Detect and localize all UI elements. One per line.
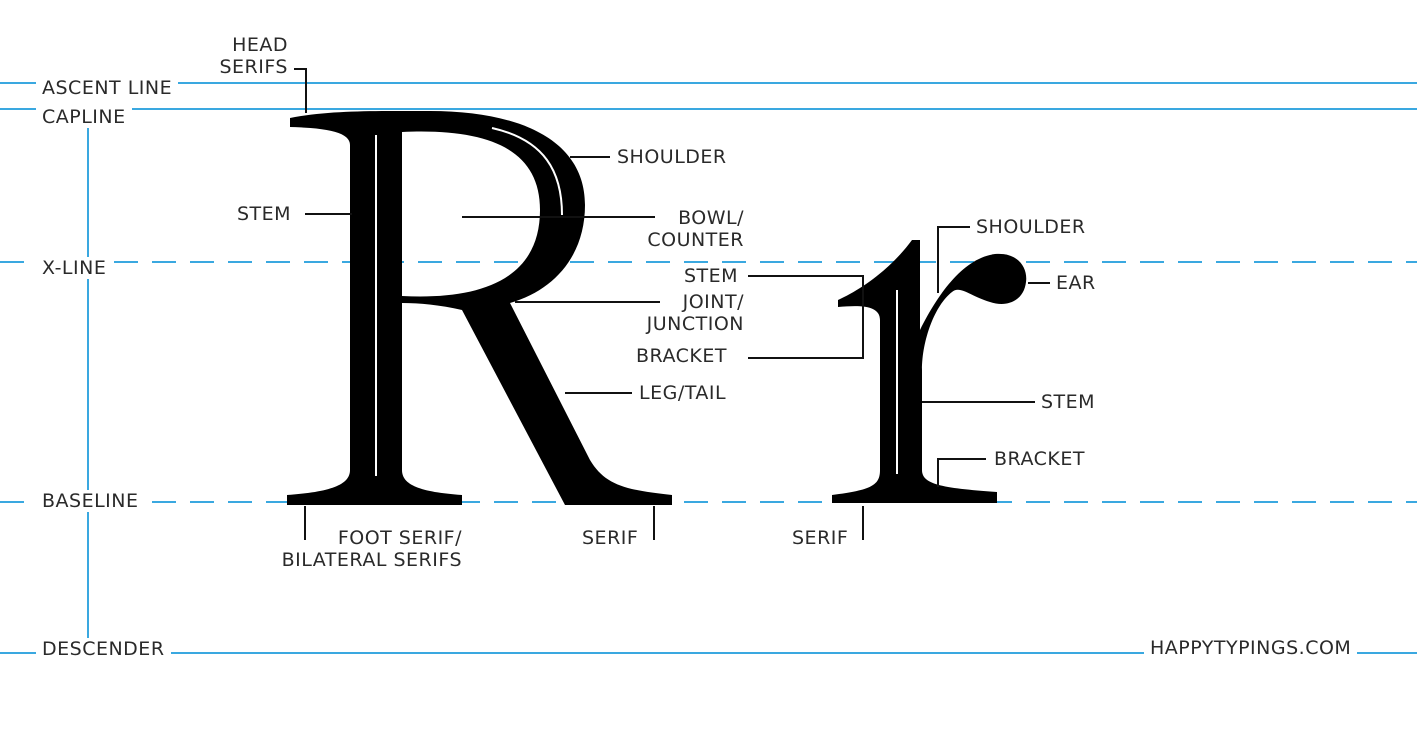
leader-bracket-lower (937, 458, 986, 487)
serif-label-capital: SERIF (582, 527, 639, 549)
bowl-counter-label-line1: BOWL/ (678, 207, 744, 229)
baseline-label: BASELINE (36, 490, 145, 512)
joint-junction-label-line2: JUNCTION (646, 313, 744, 335)
shoulder-label-lowercase: SHOULDER (976, 216, 1086, 238)
head-serifs-label-line1: HEAD (232, 34, 288, 56)
ascent-line-label: ASCENT LINE (36, 77, 179, 99)
leader-lines (294, 68, 1050, 540)
descender-label: DESCENDER (36, 638, 171, 660)
foot-serif-label-line2: BILATERAL SERIFS (281, 549, 462, 571)
bracket-label-lowercase: BRACKET (994, 448, 1085, 470)
foot-serif-label-line1: FOOT SERIF/ (337, 527, 462, 549)
head-serifs-label-line2: SERIFS (219, 56, 288, 78)
site-credit: HAPPYTYPINGS.COM (1144, 637, 1358, 659)
stem-label-capital: STEM (237, 203, 292, 225)
ear-label: EAR (1056, 272, 1096, 294)
stem-label-lowercase-top: STEM (684, 265, 739, 287)
joint-junction-label: JOINT/ JUNCTION (600, 291, 744, 335)
bracket-label-lowercase-top: BRACKET (636, 345, 727, 367)
serif-label-lowercase: SERIF (792, 527, 849, 549)
foot-serif-label: FOOT SERIF/ BILATERAL SERIFS (230, 527, 462, 571)
leader-shoulder-lower (937, 226, 970, 293)
leg-tail-label: LEG/TAIL (639, 382, 727, 404)
capline-label: CAPLINE (36, 106, 132, 128)
capital-r-glyph (287, 110, 672, 506)
bowl-counter-label: BOWL/ COUNTER (600, 207, 744, 251)
lowercase-r-glyph (832, 240, 1027, 503)
leader-head-serifs (294, 68, 307, 113)
leader-stem-bracket-lower (748, 275, 864, 359)
shoulder-label-capital: SHOULDER (617, 146, 727, 168)
guide-lines (0, 82, 1417, 654)
bowl-counter-label-line2: COUNTER (647, 229, 744, 251)
x-line-label: X-LINE (36, 257, 113, 279)
r-bowl-highlight (491, 127, 563, 216)
stem-label-lowercase: STEM (1041, 391, 1096, 413)
head-serifs-label: HEAD SERIFS (200, 34, 288, 78)
joint-junction-label-line1: JOINT/ (682, 291, 744, 313)
